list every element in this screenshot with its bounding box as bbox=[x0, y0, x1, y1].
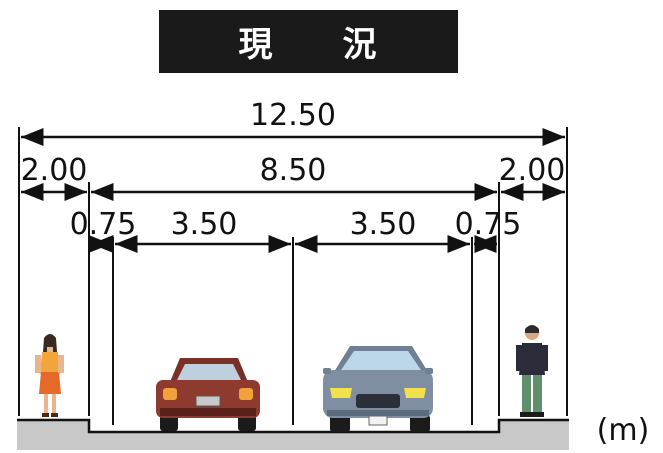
dim-shoulder-left-label: 0.75 bbox=[70, 207, 137, 242]
ground-surface bbox=[17, 420, 569, 450]
dim-roadway-label: 8.50 bbox=[260, 153, 327, 188]
dim-shoulder-right-label: 0.75 bbox=[455, 207, 522, 242]
pedestrian-woman-icon bbox=[35, 334, 64, 417]
extension-lines bbox=[18, 127, 568, 425]
dim-sidewalk-right-label: 2.00 bbox=[499, 153, 566, 188]
title-char-2: 況 bbox=[342, 25, 379, 65]
dim-lane-right-label: 3.50 bbox=[350, 207, 417, 242]
pedestrian-man-icon bbox=[516, 325, 548, 417]
dim-sidewalk-left-label: 2.00 bbox=[21, 153, 88, 188]
dim-total-label: 12.50 bbox=[250, 98, 336, 133]
unit-label: (m) bbox=[597, 413, 650, 448]
title-char-1: 現 bbox=[238, 25, 275, 65]
dim-lane-left-label: 3.50 bbox=[171, 207, 238, 242]
road-profile-line bbox=[17, 418, 569, 434]
blue-car-icon bbox=[323, 346, 433, 432]
title-box: 現 況 bbox=[159, 10, 458, 73]
red-car-icon bbox=[156, 358, 260, 431]
dimension-lines bbox=[21, 128, 565, 253]
